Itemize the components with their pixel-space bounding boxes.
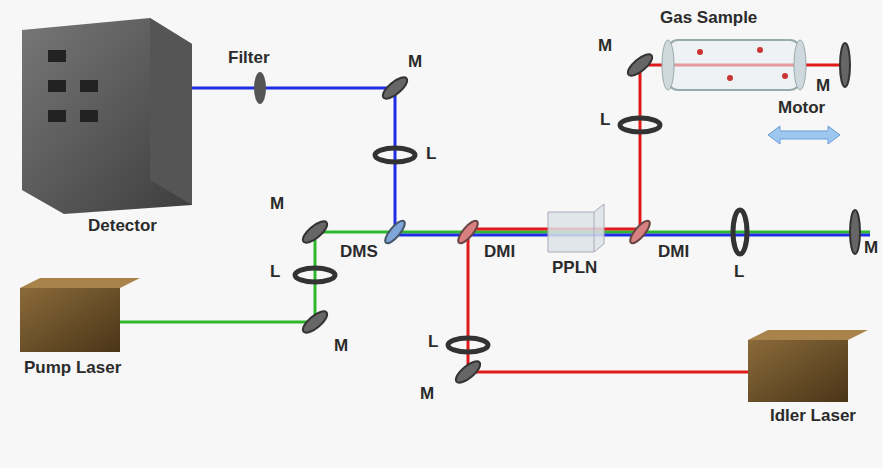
part-label: Detector <box>88 216 157 236</box>
idler-laser-body <box>748 330 868 402</box>
filter-disk <box>254 72 266 104</box>
lenses <box>295 118 747 352</box>
part-label: L <box>734 262 744 282</box>
part-label: M <box>420 384 434 404</box>
part-label: PPLN <box>552 258 597 278</box>
part-label: M <box>864 238 878 258</box>
part-label: M <box>270 194 284 214</box>
dichroic-mirrors <box>382 218 653 246</box>
motor-arrow <box>768 126 840 144</box>
gas-cell <box>662 40 806 90</box>
mirrors <box>300 43 860 386</box>
part-label: Filter <box>228 48 270 68</box>
part-label: Gas Sample <box>660 8 757 28</box>
part-label: Pump Laser <box>24 358 121 378</box>
part-label: M <box>408 52 422 72</box>
pump-laser-body <box>20 278 140 352</box>
ppln-crystal <box>548 204 604 252</box>
part-label: DMI <box>658 242 689 262</box>
part-label: L <box>600 110 610 130</box>
part-label: Motor <box>778 98 825 118</box>
part-label: Idler Laser <box>770 406 856 426</box>
part-label: L <box>428 332 438 352</box>
part-label: DMS <box>340 242 378 262</box>
part-label: M <box>816 76 830 96</box>
part-label: M <box>334 336 348 356</box>
laser-beams <box>120 65 870 372</box>
part-label: L <box>426 144 436 164</box>
detector-body <box>22 18 192 214</box>
part-label: M <box>598 36 612 56</box>
part-label: DMI <box>484 242 515 262</box>
part-label: L <box>270 262 280 282</box>
